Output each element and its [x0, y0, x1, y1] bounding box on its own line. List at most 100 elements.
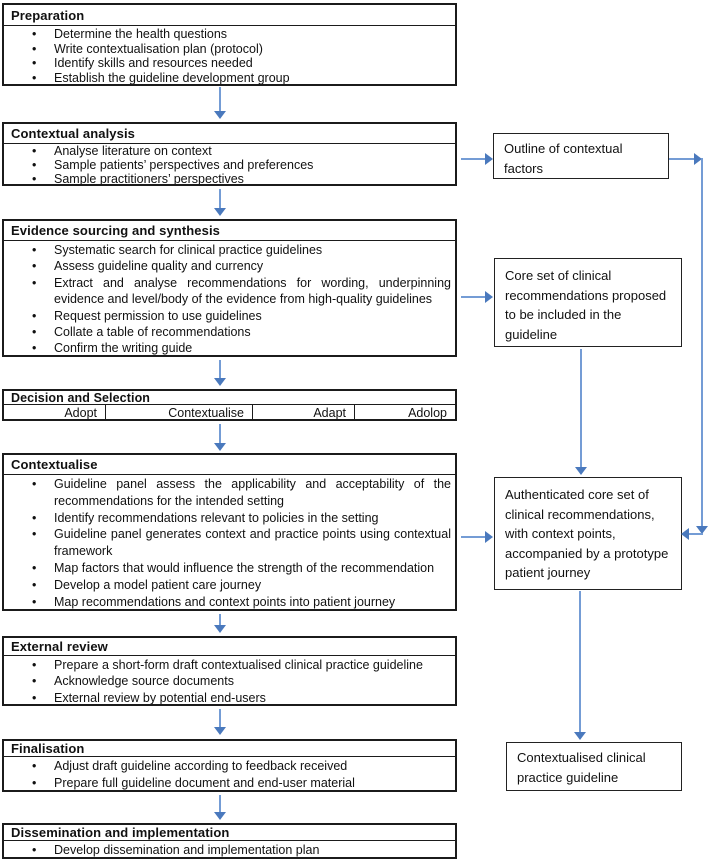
bullet-text: Systematic search for clinical practice …	[54, 243, 323, 257]
bullet-icon: •	[32, 259, 37, 274]
connector-arrowhead-right	[485, 153, 493, 165]
output-text: Outline of contextual factors	[504, 141, 623, 176]
bullet-list: • Guideline panel assess the applicabilit…	[4, 476, 455, 609]
bullet-icon: •	[32, 477, 37, 491]
bullet-text: Analyse literature on context	[54, 144, 212, 158]
bullet-item: •Develop a model patient care journey	[32, 577, 451, 594]
bullet-list: •Adjust draft guideline according to fee…	[4, 758, 455, 791]
bullet-icon: •	[32, 759, 37, 773]
stage-box-dissemination: Dissemination and implementation •Develo…	[2, 823, 457, 859]
flow-arrowhead-down	[214, 727, 226, 735]
connector-stem	[461, 296, 485, 298]
flow-arrowhead-down	[214, 111, 226, 119]
stage-title: Contextualise	[4, 455, 455, 475]
bullet-item: • Map recommendations and context points …	[32, 594, 451, 609]
bullet-icon: •	[32, 308, 37, 323]
decision-option-adolop: Adolop	[354, 405, 455, 419]
bullet-text: Extract and analyse recommendations for …	[54, 275, 451, 307]
bullet-text: Establish the guideline development grou…	[54, 70, 290, 85]
output-box-contextualised-guideline: Contextualised clinical practice guideli…	[506, 742, 682, 791]
bullet-icon: •	[32, 594, 37, 609]
bullet-icon: •	[32, 341, 37, 356]
bullet-item: • Confirm the writing guide	[32, 340, 451, 356]
bullet-list: •Develop dissemination and implementatio…	[4, 842, 455, 857]
stage-box-external-review: External review •Prepare a short-form dr…	[2, 636, 457, 706]
stage-title: External review	[4, 638, 455, 656]
bullet-item: • Guideline panel assess the applicabilit…	[32, 476, 451, 510]
bullet-text: Assess guideline quality and currency	[54, 259, 264, 274]
flow-arrow-stem	[219, 424, 221, 444]
bullet-list: • Systematic search for clinical practice…	[4, 242, 455, 356]
flow-arrow-stem	[219, 614, 221, 626]
connector-arrowhead-down	[696, 526, 708, 534]
stage-box-contextual-analysis: Contextual analysis • Analyse literature …	[2, 122, 457, 186]
connector-arrowhead-right	[694, 153, 702, 165]
bullet-text: Sample practitioners’ perspectives	[54, 171, 244, 186]
flow-arrow-stem	[219, 709, 221, 728]
bullet-text: Guideline panel assess the applicability…	[54, 477, 451, 508]
bullet-item: •Sample patients’ perspectives and prefe…	[32, 157, 451, 173]
bullet-item: • Map factors that would influence the st…	[32, 560, 451, 577]
bullet-text: Guideline panel generates context and pr…	[54, 527, 451, 559]
bullet-icon: •	[32, 157, 37, 172]
bullet-item: • Collate a table of recommendations	[32, 324, 451, 340]
flow-arrowhead-down	[214, 378, 226, 386]
bullet-item: •Determine the health questions	[32, 27, 451, 42]
bullet-icon: •	[32, 70, 37, 85]
bullet-text: Write contextualisation plan (protocol)	[54, 41, 263, 56]
flow-arrowhead-down	[214, 812, 226, 820]
bullet-text: Map factors that would influence the str…	[54, 560, 435, 575]
bullet-icon: •	[32, 674, 37, 689]
connector-arrowhead-left	[681, 528, 689, 540]
bullet-item: • Identify recommendations relevant to po…	[32, 510, 451, 527]
stage-box-finalisation: Finalisation •Adjust draft guideline acc…	[2, 739, 457, 792]
flow-arrow-stem	[219, 189, 221, 209]
stage-title: Contextual analysis	[4, 124, 455, 144]
bullet-text: External review by potential end-users	[54, 690, 266, 705]
decision-options-row: Adopt Contextualise Adapt Adolop	[4, 405, 455, 420]
stage-title: Evidence sourcing and synthesis	[4, 221, 455, 241]
flow-arrowhead-down	[214, 443, 226, 451]
bullet-item: •Prepare full guideline document and end…	[32, 775, 451, 791]
bullet-text: Develop a model patient care journey	[54, 577, 262, 592]
bullet-text: Acknowledge source documents	[54, 674, 234, 689]
stage-title: Decision and Selection	[4, 391, 455, 405]
bullet-icon: •	[32, 41, 37, 56]
bullet-icon: •	[32, 325, 37, 340]
bullet-icon: •	[32, 171, 37, 186]
bullet-text: Confirm the writing guide	[54, 341, 193, 356]
decision-option-adapt: Adapt	[252, 405, 354, 419]
output-box-authenticated-set: Authenticated core set of clinical recom…	[494, 477, 682, 590]
flow-arrow-stem	[219, 87, 221, 112]
bullet-text: Collate a table of recommendations	[54, 325, 251, 340]
bullet-icon: •	[32, 510, 37, 525]
bullet-item: •Identify skills and resources needed	[32, 56, 451, 71]
decision-option-adopt: Adopt	[64, 406, 97, 420]
bullet-item: •Request permission to use guidelines	[32, 308, 451, 324]
bullet-icon: •	[32, 144, 37, 158]
bullet-icon: •	[32, 560, 37, 575]
flow-arrowhead-down	[214, 208, 226, 216]
bullet-item: •Prepare a short-form draft contextualis…	[32, 657, 451, 673]
output-text: Contextualised clinical practice guideli…	[517, 750, 646, 785]
output-text: Core set of clinical recommendations pro…	[505, 268, 667, 342]
connector-arrowhead-down	[574, 732, 586, 740]
bullet-item: • External review by potential end-users	[32, 690, 451, 705]
bullet-text: Map recommendations and context points i…	[54, 594, 396, 609]
stage-title: Dissemination and implementation	[4, 825, 455, 841]
bullet-item: • Sample practitioners’ perspectives	[32, 171, 451, 186]
connector-stem	[461, 158, 485, 160]
flow-arrow-stem	[219, 795, 221, 813]
output-box-core-recommendations: Core set of clinical recommendations pro…	[494, 258, 682, 347]
output-box-contextual-factors: Outline of contextual factors	[493, 133, 669, 179]
bullet-text: Prepare a short-form draft contextualise…	[54, 658, 423, 672]
bullet-icon: •	[32, 690, 37, 705]
bullet-text: Identify recommendations relevant to pol…	[54, 510, 379, 525]
connector-arrowhead-right	[485, 291, 493, 303]
connector-stem	[461, 536, 485, 538]
bullet-text: Develop dissemination and implementation…	[54, 843, 320, 857]
bullet-icon: •	[32, 243, 37, 257]
bullet-icon: •	[32, 527, 37, 542]
bullet-list: •Determine the health questions • Write c…	[4, 27, 455, 85]
